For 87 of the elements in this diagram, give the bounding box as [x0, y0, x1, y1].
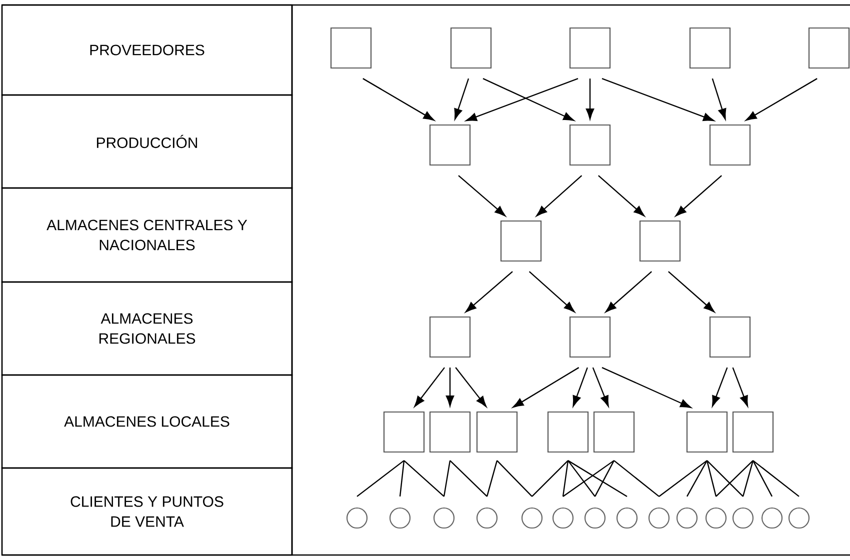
connector-line — [562, 460, 569, 497]
row-label-cell: CLIENTES Y PUNTOS DE VENTA — [1, 467, 293, 556]
customer-circle — [521, 507, 543, 529]
customer-circle — [761, 507, 783, 529]
arrow — [458, 175, 506, 216]
connector-line — [562, 460, 614, 497]
arrow — [712, 78, 726, 120]
row-label-cell: ALMACENES REGIONALES — [1, 281, 293, 376]
customer-circle — [433, 507, 455, 529]
customer-circle — [732, 507, 754, 529]
arrow — [536, 175, 582, 216]
arrow — [465, 271, 513, 312]
connector-line — [752, 460, 800, 497]
row-label-cell: ALMACENES LOCALES — [1, 374, 293, 469]
arrow — [732, 367, 748, 407]
facility-box — [476, 411, 518, 453]
arrow — [466, 78, 578, 122]
facility-box — [689, 27, 731, 69]
connector-line — [568, 460, 596, 497]
facility-box — [569, 27, 611, 69]
arrow — [454, 78, 470, 120]
connector-line — [706, 460, 744, 497]
facility-box — [593, 411, 635, 453]
arrow — [668, 271, 715, 312]
connector-line — [686, 460, 708, 497]
arrow — [602, 367, 692, 408]
customer-circle — [788, 507, 810, 529]
facility-box — [383, 411, 425, 453]
connector-line — [496, 460, 532, 497]
arrow — [414, 367, 445, 407]
row-label-cell: PRODUCCIÓN — [1, 94, 293, 189]
customer-circle — [676, 507, 698, 529]
connector-line — [450, 460, 488, 497]
arrow — [602, 78, 714, 122]
arrow — [598, 175, 645, 216]
connector-line — [399, 460, 405, 497]
customer-circle — [476, 507, 498, 529]
facility-box — [569, 124, 611, 166]
customer-circle — [648, 507, 670, 529]
facility-box — [709, 316, 751, 358]
facility-box — [639, 220, 681, 262]
arrow — [605, 271, 652, 312]
row-label-cell: PROVEEDORES — [1, 4, 293, 96]
connector-line — [356, 460, 404, 497]
connector-line — [532, 460, 568, 497]
facility-box — [547, 411, 589, 453]
arrow — [512, 367, 580, 408]
connector-line — [658, 460, 708, 497]
facility-box — [429, 124, 471, 166]
customer-circle — [616, 507, 638, 529]
connector-line — [443, 460, 451, 497]
facility-box — [569, 316, 611, 358]
row-label-cell: ALMACENES CENTRALES Y NACIONALES — [1, 187, 293, 283]
facility-box — [450, 27, 492, 69]
connector-line — [752, 460, 773, 497]
customer-circle — [389, 507, 411, 529]
arrow — [528, 271, 575, 312]
facility-box — [709, 124, 751, 166]
arrow — [746, 78, 818, 121]
customer-circle — [584, 507, 606, 529]
arrow — [446, 368, 454, 406]
customer-circle — [552, 507, 574, 529]
connector-line — [486, 460, 498, 497]
arrow — [362, 78, 434, 121]
customer-circle — [705, 507, 727, 529]
arrow — [455, 367, 487, 407]
arrow — [586, 78, 594, 120]
connector-line — [614, 460, 660, 497]
arrow — [675, 175, 722, 216]
facility-box — [429, 411, 471, 453]
connector-line — [594, 460, 615, 497]
facility-box — [330, 27, 372, 69]
connector-line — [568, 460, 628, 497]
arrow — [592, 367, 609, 407]
arrow — [572, 367, 588, 407]
facility-box — [808, 27, 850, 69]
arrow — [482, 78, 574, 121]
connector-line — [742, 460, 754, 497]
customer-circle — [346, 507, 368, 529]
facility-box — [732, 411, 774, 453]
facility-box — [500, 220, 542, 262]
arrow — [712, 367, 728, 407]
facility-box — [686, 411, 728, 453]
facility-box — [429, 316, 471, 358]
connector-line — [706, 460, 717, 497]
connector-line — [404, 460, 444, 497]
connector-line — [716, 460, 754, 497]
